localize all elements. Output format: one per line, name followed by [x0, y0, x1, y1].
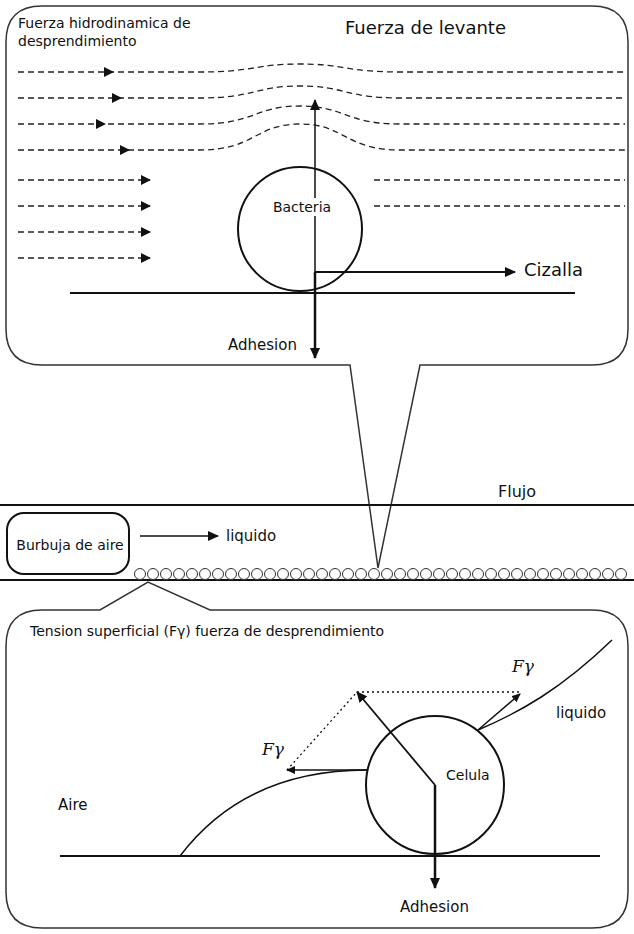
cell-dot — [343, 569, 354, 580]
arrow-head — [141, 253, 151, 263]
surface-line — [70, 292, 575, 294]
cell-label: Bacteria — [271, 198, 333, 216]
force-symbol: Fγ — [262, 738, 284, 760]
arrow-head — [141, 175, 151, 185]
cell-dot — [616, 569, 627, 580]
arrow-head — [141, 227, 151, 237]
flow-label: liquido — [226, 527, 276, 547]
streamline — [374, 179, 625, 180]
cell-dot — [460, 569, 471, 580]
surface-line — [60, 855, 600, 857]
cell-dot — [486, 569, 497, 580]
force-label: Cizalla — [524, 258, 583, 281]
callout-outline — [6, 582, 628, 928]
callout-outline — [6, 6, 628, 568]
cell-dot — [187, 569, 198, 580]
lift-arrow — [314, 100, 316, 272]
arrow-head — [120, 145, 130, 155]
streamline — [18, 124, 625, 150]
shear-arrow — [315, 271, 515, 273]
cell-dot — [330, 569, 341, 580]
streamline-heads — [96, 67, 151, 263]
resultant-arrow — [357, 692, 435, 785]
air-bubble: Burbuja de aire — [6, 512, 130, 575]
force-label: Adhesion — [228, 336, 297, 356]
bacteria-circle: Bacteria — [237, 166, 363, 292]
cell-dot — [278, 569, 289, 580]
arrow-head — [112, 93, 122, 103]
cell-dot — [564, 569, 575, 580]
bubble-label: Burbuja de aire — [16, 536, 123, 554]
force-label: Adhesion — [400, 898, 469, 918]
cell-dot — [603, 569, 614, 580]
force-label: Fuerza hidrodinamica de desprendimiento — [18, 14, 233, 50]
streamline — [18, 86, 625, 98]
cell-dot — [473, 569, 484, 580]
cell-dot — [226, 569, 237, 580]
cell-dot — [265, 569, 276, 580]
streamline — [18, 205, 150, 206]
cell-dot — [590, 569, 601, 580]
cell-dot — [148, 569, 159, 580]
streamline — [18, 257, 150, 258]
streamline — [18, 231, 150, 232]
cell-dot — [525, 569, 536, 580]
cell-dot — [577, 569, 588, 580]
callout-panel: Tension superficial (Fγ) fuerza de despr… — [6, 610, 628, 928]
dotted-line — [357, 691, 520, 692]
flow-label: Flujo — [498, 482, 536, 503]
adhesion-arrow — [434, 785, 437, 888]
cell-dot — [200, 569, 211, 580]
cell-dot — [161, 569, 172, 580]
arrow-head — [96, 119, 106, 129]
cell-dot — [538, 569, 549, 580]
cell-dot — [408, 569, 419, 580]
cell-dot — [551, 569, 562, 580]
cell-dot — [174, 569, 185, 580]
force-symbol: Fγ — [512, 655, 534, 677]
tension-arrow — [287, 769, 367, 771]
cell-label: Celula — [444, 766, 492, 784]
streamline — [18, 106, 625, 124]
cell-dot — [499, 569, 510, 580]
cell-dot — [395, 569, 406, 580]
cell-dot — [213, 569, 224, 580]
phase-label: liquido — [556, 704, 606, 724]
channel-wall — [0, 579, 634, 581]
adhesion-arrow — [314, 272, 317, 358]
force-parallelogram — [287, 692, 520, 770]
attached-cells — [135, 569, 627, 580]
dotted-line — [287, 692, 357, 770]
cell-dot — [434, 569, 445, 580]
cell-dot — [304, 569, 315, 580]
callout-title: Tension superficial (Fγ) fuerza de despr… — [30, 622, 384, 640]
arrow-head — [104, 67, 114, 77]
streamline — [374, 205, 625, 206]
tension-arrow — [478, 694, 520, 730]
streamlines — [18, 64, 625, 258]
cell-dot — [421, 569, 432, 580]
callout-panel: Fuerza hidrodinamica de desprendimiento F… — [6, 6, 628, 366]
phase-label: Aire — [58, 796, 88, 816]
arrow-head — [141, 201, 151, 211]
air-liquid-interface — [478, 640, 612, 730]
cell-dot — [317, 569, 328, 580]
cell-dot — [356, 569, 367, 580]
cell-dot — [382, 569, 393, 580]
cell-dot — [252, 569, 263, 580]
cell-dot — [369, 569, 380, 580]
channel-wall — [0, 504, 634, 506]
cell-dot — [291, 569, 302, 580]
air-liquid-interface — [180, 770, 367, 856]
cell-dot — [512, 569, 523, 580]
force-label: Fuerza de levante — [345, 16, 506, 39]
flow-arrow — [140, 535, 218, 537]
cell-dot — [239, 569, 250, 580]
streamline — [18, 179, 150, 180]
cell-circle: Celula — [365, 715, 505, 855]
cell-dot — [135, 569, 146, 580]
cell-dot — [447, 569, 458, 580]
